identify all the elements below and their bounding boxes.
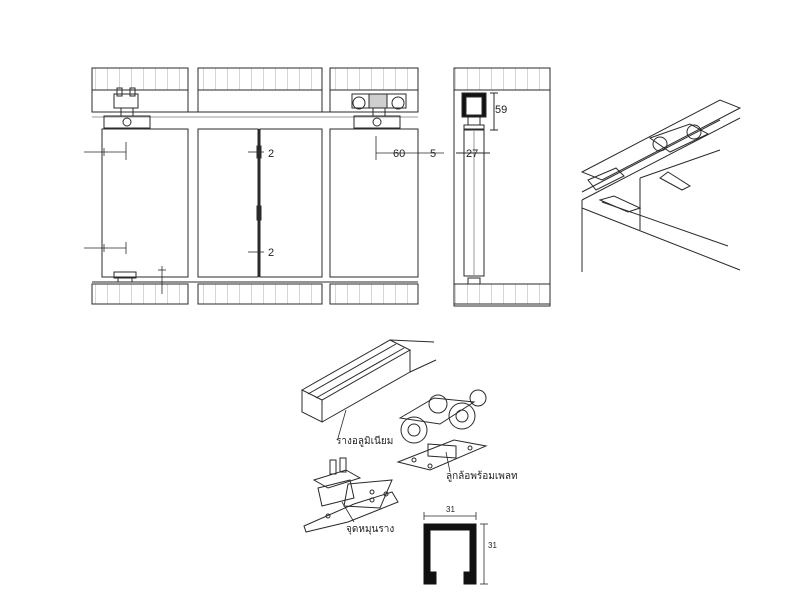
profile-width: 31 [446,505,455,514]
dim-27: 27 [466,148,478,160]
dimension-lines [84,136,444,294]
profile-height: 31 [488,541,497,550]
dim-5: 5 [430,148,436,160]
side-section [453,67,551,307]
label-carriage: ลูกล้อพร้อมเพลท [446,470,518,482]
dim-59: 59 [495,104,507,116]
roller-left [103,87,151,129]
dim-door-gap-top: 2 [268,148,274,160]
rail-beam [91,89,419,118]
perspective-view [580,99,742,272]
rail-profile [423,512,488,585]
floor-strip [91,281,419,305]
dim-door-gap-bottom: 2 [268,247,274,259]
front-view [84,67,444,305]
top-wall [91,67,419,91]
label-guide: จุดหมุนราง [346,524,394,535]
label-rail: รางอลูมิเนียม [336,435,393,447]
roller-right [351,93,407,129]
dim-60: 60 [393,148,405,160]
exploded-view [300,339,488,533]
door-panels [101,128,419,278]
leader-lines [337,409,451,523]
